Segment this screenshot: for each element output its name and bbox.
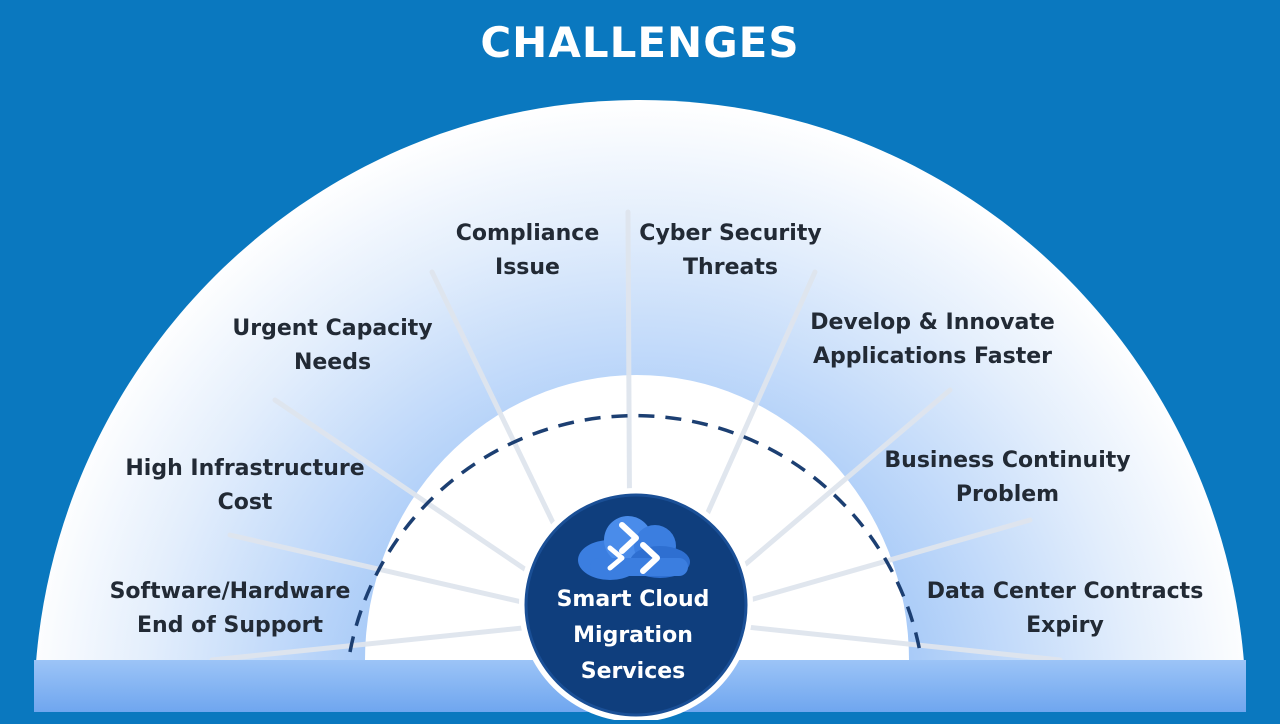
hub-line: Smart Cloud	[556, 587, 710, 612]
challenge-develop-innovate: Develop & Innovate Applications Faster	[790, 306, 1075, 374]
challenge-line: Threats	[683, 255, 778, 280]
hub-line: Services	[580, 659, 686, 684]
challenge-software-hardware: Software/Hardware End of Support	[70, 575, 390, 643]
challenge-line: Problem	[955, 482, 1060, 507]
challenge-data-center: Data Center Contracts Expiry	[910, 575, 1220, 643]
challenge-line: High Infrastructure	[125, 456, 365, 481]
challenge-high-infrastructure: High Infrastructure Cost	[100, 452, 390, 520]
challenge-compliance: Compliance Issue	[430, 217, 625, 285]
challenge-line: Applications Faster	[812, 344, 1053, 369]
challenge-line: Compliance	[455, 221, 600, 246]
hub-label: Smart Cloud Migration Services	[533, 582, 733, 690]
challenge-urgent-capacity: Urgent Capacity Needs	[200, 312, 465, 380]
challenge-business-continuity: Business Continuity Problem	[860, 444, 1155, 512]
hub-circle	[524, 493, 748, 717]
dashed-ring	[348, 413, 922, 653]
challenge-line: Cyber Security	[639, 221, 822, 246]
cloud-migration-icon	[578, 516, 690, 580]
challenge-line: Software/Hardware	[109, 579, 351, 604]
challenge-line: Expiry	[1026, 613, 1104, 638]
hub-line: Migration	[573, 623, 693, 648]
challenge-line: End of Support	[137, 613, 323, 638]
challenge-line: Urgent Capacity	[232, 316, 433, 341]
challenge-cyber-security: Cyber Security Threats	[628, 217, 833, 285]
challenge-line: Business Continuity	[884, 448, 1131, 473]
challenge-line: Needs	[293, 350, 372, 375]
challenge-line: Cost	[217, 490, 273, 515]
challenge-line: Issue	[495, 255, 560, 280]
challenge-line: Data Center Contracts	[926, 579, 1204, 604]
page-title: CHALLENGES	[480, 18, 800, 67]
challenge-line: Develop & Innovate	[810, 310, 1055, 335]
